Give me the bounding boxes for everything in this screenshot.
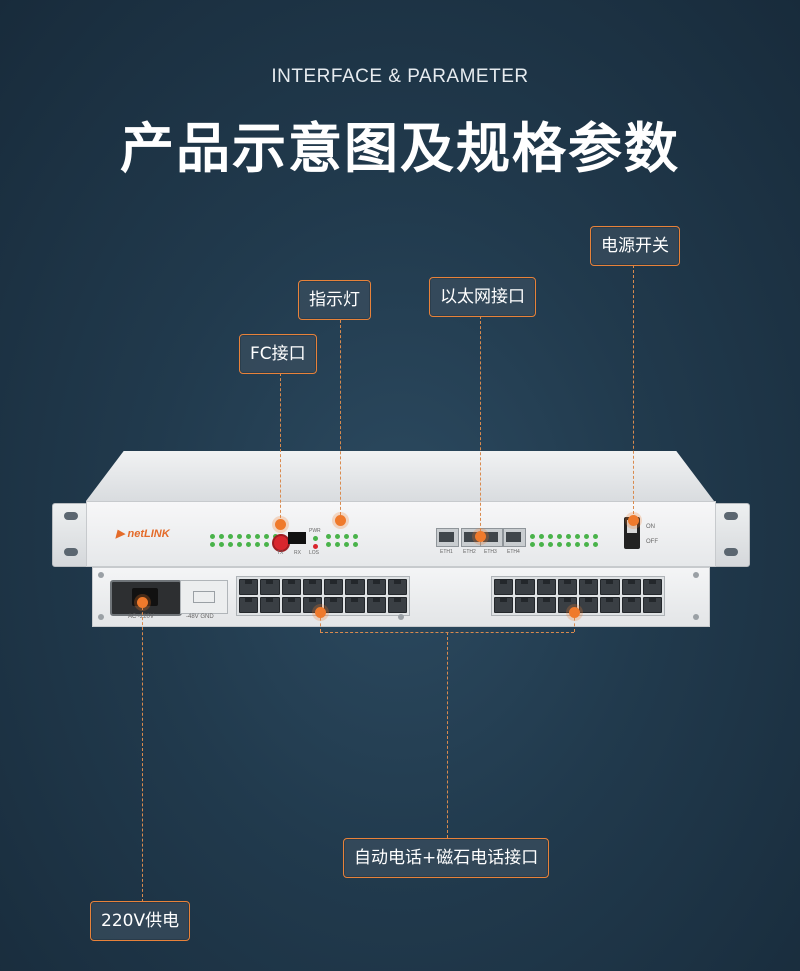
screw xyxy=(98,572,104,578)
switch-off-label: OFF xyxy=(646,539,658,545)
pwr-label: PWR xyxy=(309,528,321,534)
dc-label: -48V GND xyxy=(186,614,214,620)
los-led xyxy=(313,544,318,549)
leader-phone xyxy=(447,632,448,838)
switch-on-label: ON xyxy=(646,524,655,530)
marker-fc xyxy=(275,519,286,530)
section-subtitle: INTERFACE & PARAMETER xyxy=(271,66,529,87)
leader-ethernet xyxy=(480,316,481,536)
blank-plate xyxy=(180,580,228,614)
eth-port-1 xyxy=(436,528,459,547)
indicator-leds xyxy=(326,534,358,547)
marker-power-supply xyxy=(137,597,148,608)
leader-indicator xyxy=(340,320,341,520)
left-rack-ear xyxy=(52,503,90,567)
callout-power-supply: 220V供电 xyxy=(90,901,191,941)
leader-fc xyxy=(280,373,281,523)
pwr-led xyxy=(313,536,318,541)
callout-ethernet: 以太网接口 xyxy=(429,277,536,317)
eth-label-1: ETH1 xyxy=(440,549,453,555)
phone-ports-left xyxy=(236,576,410,616)
ac-label: AC~220V xyxy=(128,614,154,620)
leader-phone-right xyxy=(574,612,575,632)
brand-logo: ▶ netLINK xyxy=(116,528,170,540)
eth-label-2: ETH2 xyxy=(463,549,476,555)
leader-power-supply xyxy=(142,602,143,902)
marker-phone-left xyxy=(315,607,326,618)
front-panel-upper xyxy=(86,501,716,567)
screw xyxy=(693,614,699,620)
leader-phone-left xyxy=(320,612,321,632)
callout-phone: 自动电话+磁石电话接口 xyxy=(343,838,550,878)
fc-rx-label: RX xyxy=(294,550,301,556)
los-label: LOS xyxy=(309,550,320,556)
fc-tx-label: TX xyxy=(277,550,284,556)
page-title: 产品示意图及规格参数 xyxy=(120,117,680,180)
chassis-top xyxy=(86,451,714,501)
eth-port-4 xyxy=(503,528,526,547)
callout-power-switch: 电源开关 xyxy=(590,226,680,266)
marker-ethernet xyxy=(475,531,486,542)
led-cluster-left xyxy=(210,534,278,547)
marker-power-switch xyxy=(628,515,639,526)
right-rack-ear xyxy=(712,503,750,567)
screw xyxy=(693,572,699,578)
marker-phone-right xyxy=(569,607,580,618)
leader-power-switch xyxy=(633,265,634,519)
eth-label-4: ETH4 xyxy=(507,549,520,555)
callout-fc: FC接口 xyxy=(239,334,317,374)
eth-label-3: ETH3 xyxy=(484,549,497,555)
screw xyxy=(398,614,404,620)
callout-indicator: 指示灯 xyxy=(298,280,371,320)
marker-indicator xyxy=(335,515,346,526)
screw xyxy=(98,614,104,620)
fc-connector xyxy=(288,532,306,544)
led-cluster-right xyxy=(530,534,598,547)
